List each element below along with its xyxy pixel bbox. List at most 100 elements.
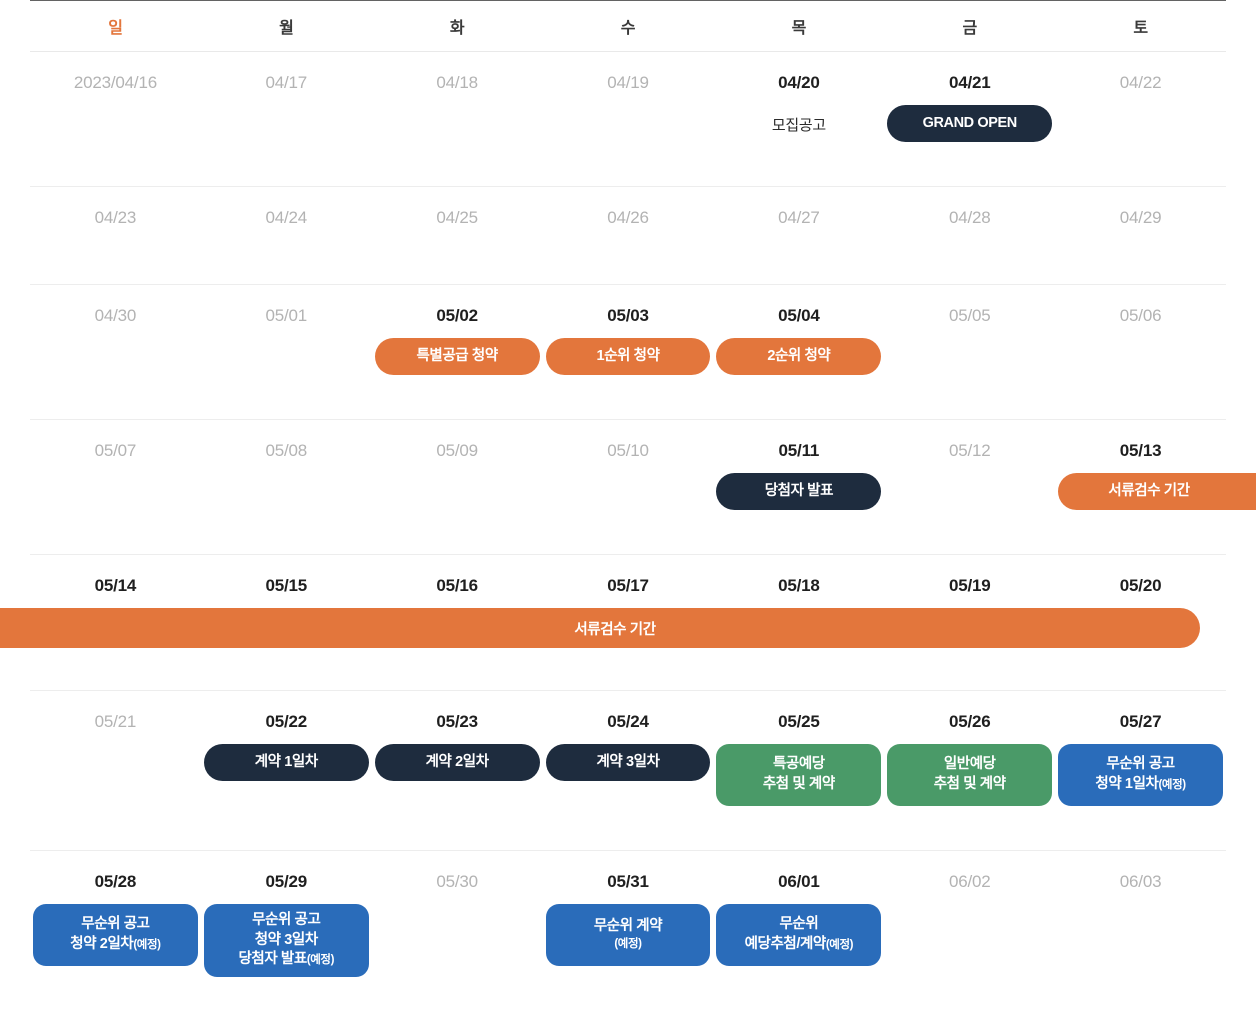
- weekday-label-1: 월: [279, 20, 294, 37]
- event-badge[interactable]: 무순위 계약(예정): [545, 904, 711, 966]
- date-cell[interactable]: 05/20: [1119, 576, 1162, 595]
- date-cell[interactable]: 04/29: [1119, 208, 1162, 227]
- event-note: 모집공고: [771, 117, 826, 134]
- date-cell[interactable]: 05/19: [948, 576, 991, 595]
- date-cell[interactable]: 05/23: [436, 712, 478, 731]
- weekday-label-3: 수: [620, 20, 636, 37]
- date-cell[interactable]: 05/10: [607, 441, 649, 460]
- date-cell[interactable]: 05/24: [607, 712, 649, 731]
- event-badge-suffix: (예정): [825, 939, 854, 951]
- date-cell[interactable]: 04/30: [94, 306, 137, 325]
- weekday-label-4: 목: [791, 20, 807, 37]
- date-cell[interactable]: 05/22: [265, 712, 308, 731]
- date-cell[interactable]: 05/07: [94, 441, 137, 460]
- date-cell[interactable]: 05/08: [265, 441, 308, 460]
- date-cell[interactable]: 2023/04/16: [73, 73, 157, 92]
- date-cell[interactable]: 04/18: [436, 73, 478, 92]
- date-cell[interactable]: 05/05: [948, 306, 991, 325]
- event-cell: 계약 1일차: [201, 744, 372, 781]
- date-cell[interactable]: 05/02: [436, 306, 478, 325]
- calendar-week-row: 04/30 05/01 05/02 05/03 05/04 05/05 05/06 특별공급 …: [30, 285, 1226, 420]
- date-cell[interactable]: 05/31: [607, 872, 649, 891]
- date-cell[interactable]: 05/06: [1119, 306, 1162, 325]
- event-badge-suffix: (예정): [1158, 779, 1186, 791]
- event-badge[interactable]: 2순위 청약: [716, 338, 882, 375]
- date-cell[interactable]: 05/12: [948, 441, 991, 460]
- date-cell[interactable]: 06/01: [778, 872, 820, 891]
- calendar-week-row: 05/21 05/22 05/23 05/24 05/25 05/26 05/27 계약 1일…: [30, 691, 1226, 851]
- event-badge[interactable]: 당첨자 발표: [716, 473, 882, 510]
- date-cell[interactable]: 04/25: [436, 208, 478, 227]
- date-cell[interactable]: 05/09: [436, 441, 478, 460]
- week-events: 당첨자 발표 서류검수 기간: [30, 459, 1256, 510]
- calendar-week-row: 2023/04/16 04/17 04/18 04/19 04/20 04/21 04/22…: [30, 52, 1226, 187]
- event-badge[interactable]: 특별공급 청약: [374, 338, 540, 375]
- event-badge-line: 예당추첨/계약(예정): [744, 936, 854, 952]
- date-cell[interactable]: 05/27: [1119, 712, 1162, 731]
- date-cell[interactable]: 05/11: [778, 441, 820, 460]
- event-cell: 모집공고: [713, 105, 884, 135]
- event-badge[interactable]: 1순위 청약: [545, 338, 711, 375]
- date-cell[interactable]: 04/17: [265, 73, 308, 92]
- week-dates: 04/23 04/24 04/25 04/26 04/27 04/28 04/29: [30, 187, 1226, 226]
- date-cell[interactable]: 04/27: [778, 208, 820, 227]
- date-cell[interactable]: 04/24: [265, 208, 308, 227]
- event-badge[interactable]: 계약 3일차: [545, 744, 711, 781]
- event-cell: 2순위 청약: [713, 338, 884, 375]
- date-cell[interactable]: 05/16: [436, 576, 478, 595]
- event-badge[interactable]: 계약 2일차: [374, 744, 540, 781]
- event-badge[interactable]: 계약 1일차: [203, 744, 369, 781]
- date-cell[interactable]: 06/03: [1119, 872, 1162, 891]
- event-badge-line: 무순위 공고: [1106, 756, 1175, 773]
- date-cell[interactable]: 05/25: [778, 712, 820, 731]
- weekday-label-5: 금: [962, 20, 978, 37]
- date-cell[interactable]: 05/14: [94, 576, 137, 595]
- calendar-week-row: 04/23 04/24 04/25 04/26 04/27 04/28 04/29: [30, 187, 1226, 285]
- date-cell[interactable]: 05/17: [607, 576, 649, 595]
- weekday-label-0: 일: [108, 20, 123, 37]
- event-badge[interactable]: 서류검수 기간: [1058, 473, 1256, 510]
- date-cell[interactable]: 05/01: [265, 306, 308, 325]
- event-badge-line: 무순위 공고: [252, 912, 321, 928]
- event-badge[interactable]: GRAND OPEN: [887, 105, 1053, 142]
- date-cell[interactable]: 06/02: [948, 872, 991, 891]
- date-cell[interactable]: 05/28: [94, 872, 137, 891]
- date-cell[interactable]: 05/18: [778, 576, 820, 595]
- date-cell[interactable]: 04/26: [607, 208, 649, 227]
- date-cell[interactable]: 05/26: [948, 712, 991, 731]
- date-cell[interactable]: 04/28: [948, 208, 991, 227]
- date-cell[interactable]: 04/19: [607, 73, 649, 92]
- date-cell[interactable]: 05/04: [778, 306, 820, 325]
- date-cell[interactable]: 04/23: [94, 208, 137, 227]
- event-badge-line: 추첨 및 계약: [762, 776, 835, 792]
- event-cell: 당첨자 발표: [713, 473, 884, 510]
- row-spacer: [30, 664, 1226, 690]
- date-cell[interactable]: 05/13: [1119, 441, 1162, 460]
- week-dates: 2023/04/16 04/17 04/18 04/19 04/20 04/21 04/22: [30, 52, 1226, 91]
- date-cell[interactable]: 05/29: [265, 872, 308, 891]
- row-spacer: [30, 226, 1226, 284]
- date-cell[interactable]: 05/03: [607, 306, 649, 325]
- event-badge-fullweek[interactable]: 서류검수 기간: [0, 608, 1200, 648]
- date-cell[interactable]: 04/22: [1119, 73, 1162, 92]
- date-cell[interactable]: 05/15: [265, 576, 308, 595]
- date-cell[interactable]: 04/21: [948, 73, 991, 92]
- date-cell[interactable]: 04/20: [778, 73, 820, 92]
- week-dates: 05/07 05/08 05/09 05/10 05/11 05/12 05/13: [30, 420, 1226, 459]
- event-badge-suffix: (예정): [133, 939, 161, 951]
- date-cell[interactable]: 05/30: [436, 872, 478, 891]
- date-cell[interactable]: 05/21: [94, 712, 137, 731]
